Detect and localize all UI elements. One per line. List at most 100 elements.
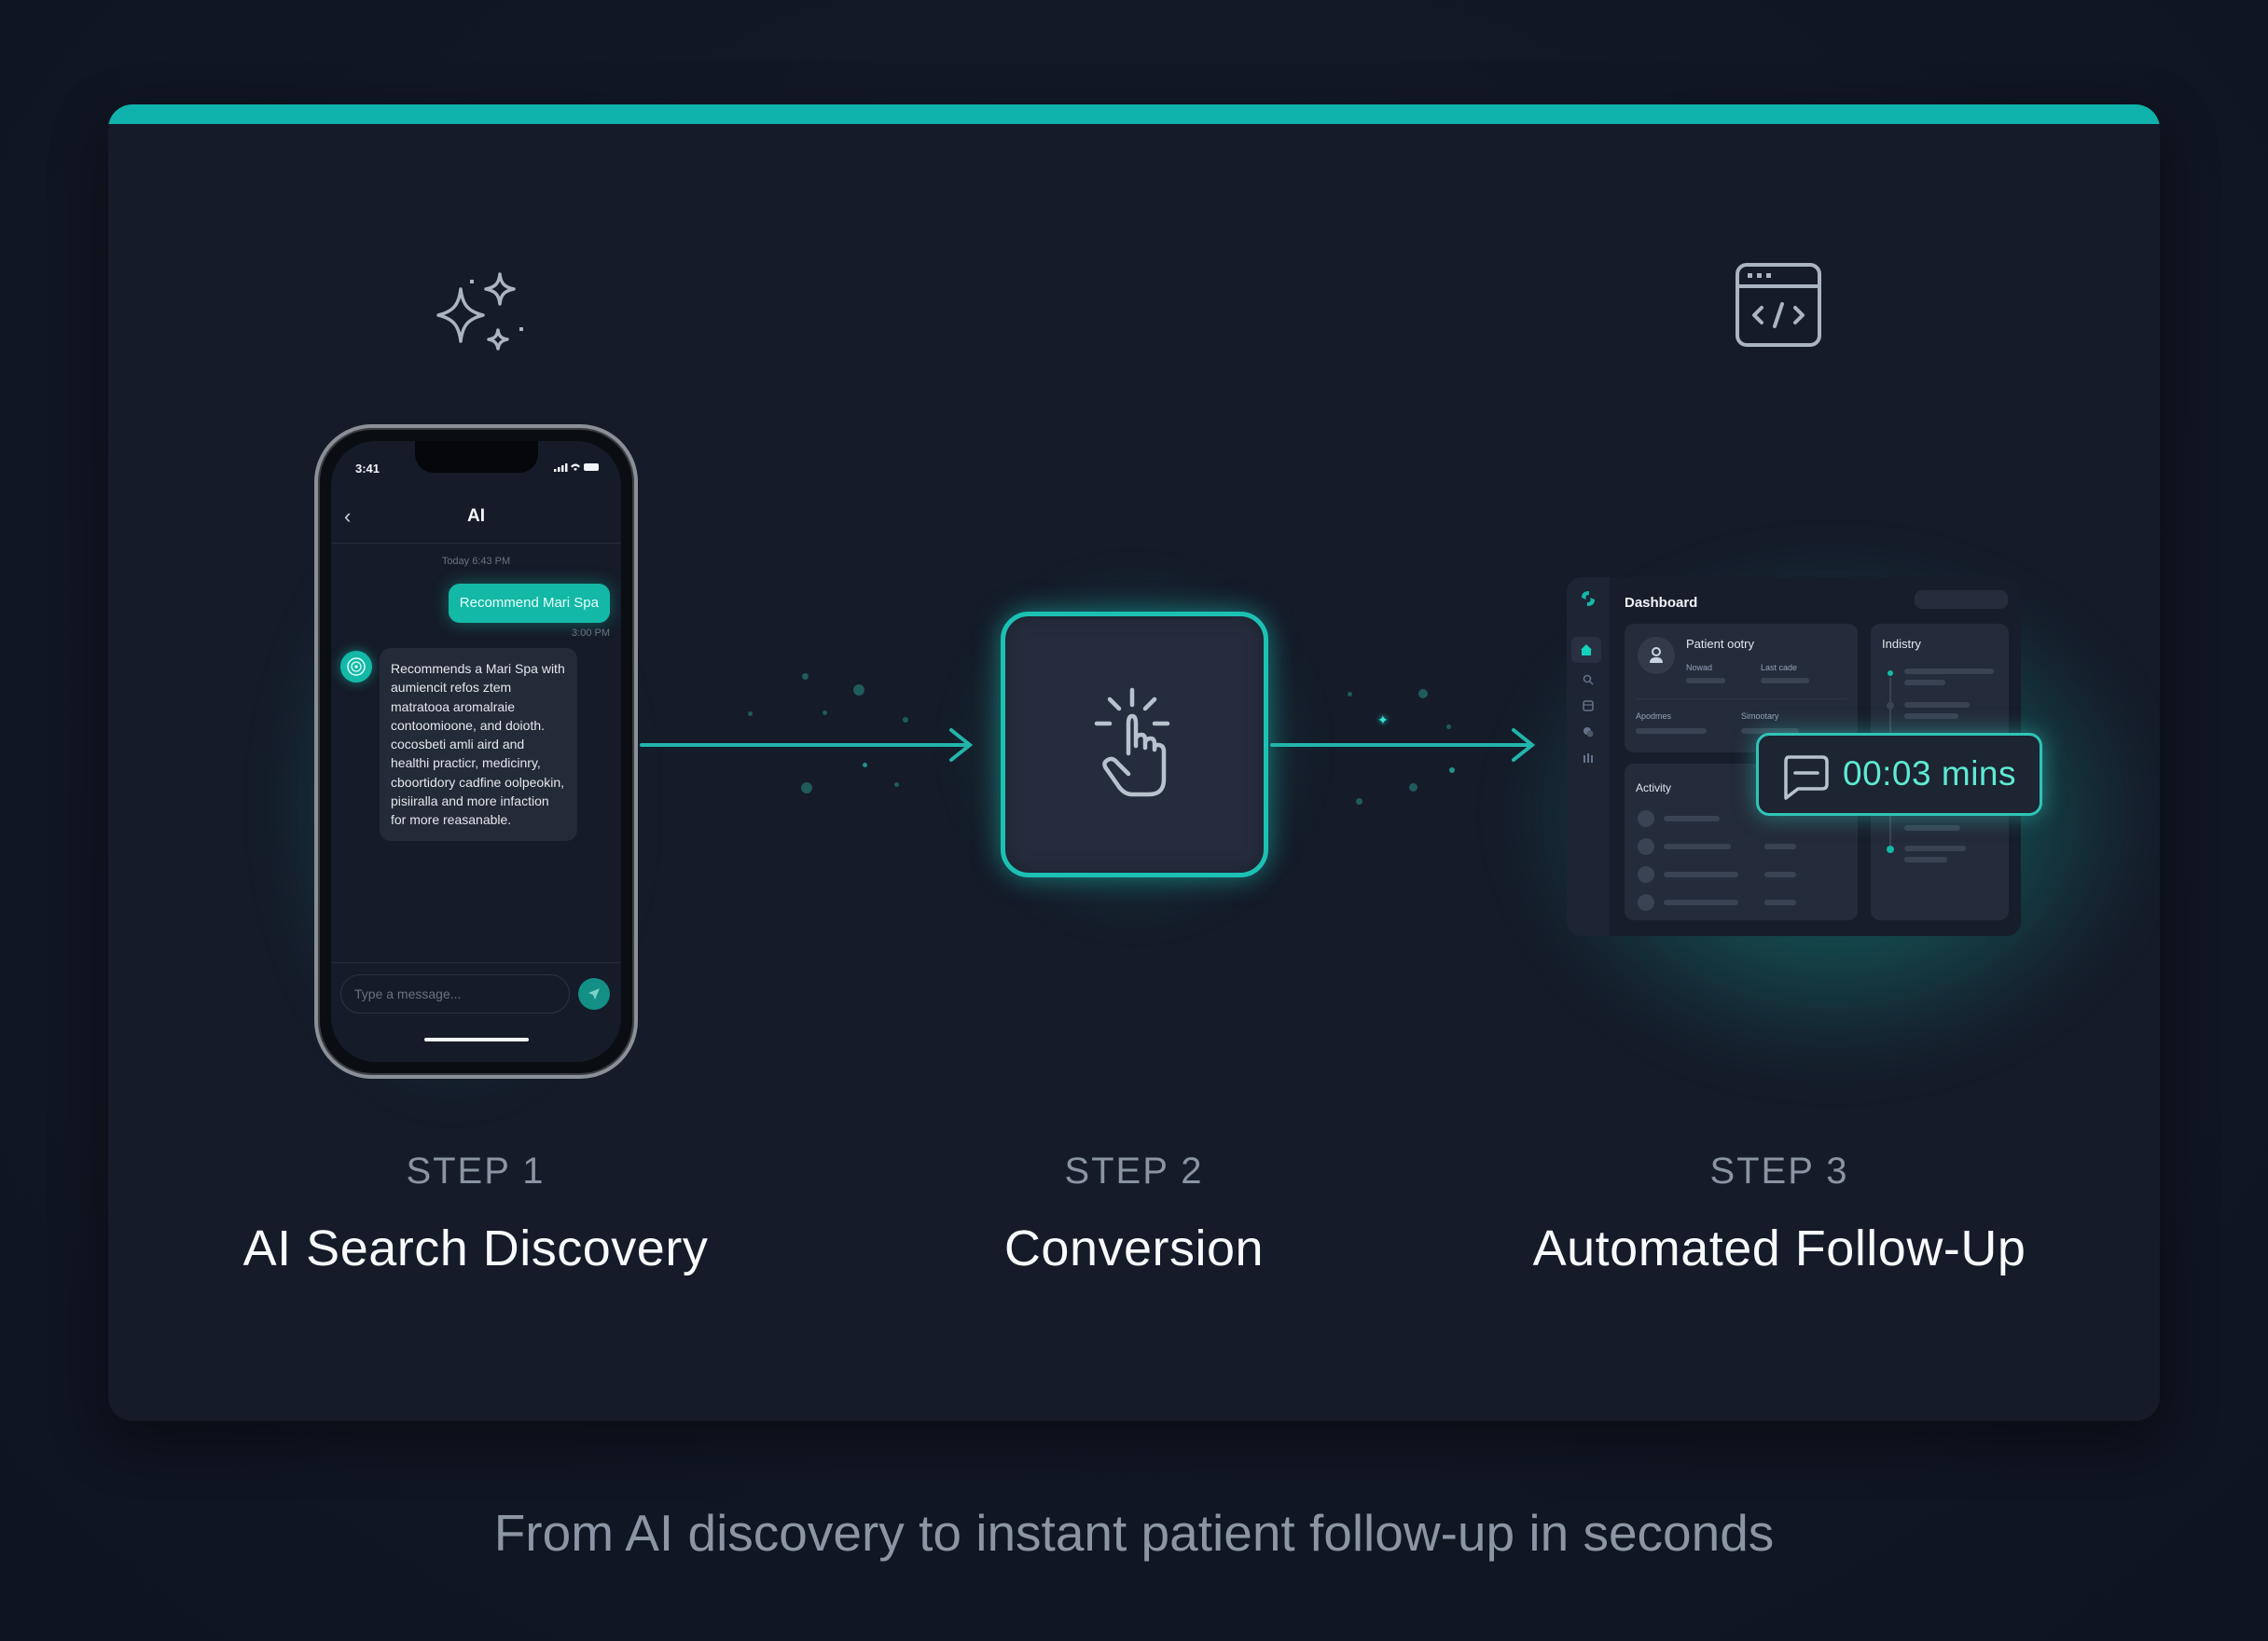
dashboard-sidebar <box>1567 577 1610 936</box>
timeline-dot-active <box>1886 669 1895 678</box>
placeholder-bar <box>1904 857 1947 862</box>
step-2-title: Conversion <box>1003 1220 1265 1276</box>
sparkle-particle-icon: ✦ <box>1377 712 1389 727</box>
step-3-title: Automated Follow-Up <box>1532 1220 2026 1276</box>
placeholder-bar <box>1664 844 1731 849</box>
brand-logo-icon <box>1582 591 1595 606</box>
patient-panel-title: Patient ootry <box>1686 637 1754 651</box>
ai-avatar <box>340 651 372 683</box>
flow-card: 3:41 ‹ AI Today 6:43 PM Recommend Mari S… <box>108 104 2160 1421</box>
send-icon <box>588 988 600 1000</box>
step-1-title: AI Search Discovery <box>242 1220 709 1276</box>
reports-icon[interactable] <box>1583 752 1594 764</box>
panel-divider <box>1636 698 1846 699</box>
particle <box>903 717 908 723</box>
placeholder-bar <box>1741 728 1799 734</box>
placeholder-bar <box>1664 816 1720 821</box>
activity-avatar <box>1638 838 1654 855</box>
home-indicator <box>423 1038 529 1041</box>
code-window-icon <box>1736 263 1821 347</box>
dashboard-title: Dashboard <box>1625 595 1698 611</box>
status-time: 3:41 <box>355 462 380 476</box>
activity-avatar <box>1638 894 1654 911</box>
placeholder-bar <box>1764 900 1796 905</box>
particle <box>801 782 812 793</box>
back-button[interactable]: ‹ <box>344 504 352 528</box>
pointer-click-icon <box>1094 687 1169 796</box>
activity-avatar <box>1638 810 1654 827</box>
placeholder-bar <box>1904 669 1994 674</box>
patient-field-label: Apodmes <box>1636 711 1672 721</box>
activity-panel-title: Activity <box>1636 781 1672 794</box>
patient-field-label: Nowad <box>1686 663 1713 672</box>
particle <box>853 684 864 696</box>
particle <box>802 673 809 680</box>
response-time-value: 00:03 mins <box>1843 754 2016 793</box>
placeholder-bar <box>1904 713 1958 719</box>
outgoing-message: Recommend Mari Spa <box>448 584 610 623</box>
particle <box>1356 798 1362 805</box>
chat-bubble-icon <box>1784 755 1829 800</box>
phone-notch <box>414 441 538 473</box>
particle <box>1449 767 1455 773</box>
phone-mockup: 3:41 ‹ AI Today 6:43 PM Recommend Mari S… <box>314 424 638 1079</box>
placeholder-bar <box>1764 844 1796 849</box>
nav-home[interactable] <box>1571 637 1601 663</box>
chat-title: AI <box>467 506 485 526</box>
particle <box>748 711 753 716</box>
flow-arrow-2 <box>1270 743 1529 747</box>
send-button[interactable] <box>578 978 610 1010</box>
step-2-label: STEP 2 <box>1064 1151 1204 1192</box>
ai-logo-icon <box>347 657 366 676</box>
chat-date: Today 6:43 PM <box>441 556 511 567</box>
particle <box>823 710 827 715</box>
signal-wifi-battery-icon <box>554 463 599 472</box>
step-3-label: STEP 3 <box>1709 1151 1849 1192</box>
phone-screen: 3:41 ‹ AI Today 6:43 PM Recommend Mari S… <box>331 441 621 1062</box>
arrow-head-1-icon <box>949 728 974 762</box>
calendar-icon[interactable] <box>1583 700 1594 711</box>
patient-field-label: Simootary <box>1741 711 1779 721</box>
tagline: From AI discovery to instant patient fol… <box>493 1504 1775 1562</box>
placeholder-bar <box>1904 846 1966 851</box>
composer-divider <box>331 962 621 963</box>
particle <box>894 782 899 787</box>
dashboard-search[interactable] <box>1915 590 2008 609</box>
home-icon <box>1581 644 1592 655</box>
industry-panel-title: Indistry <box>1882 637 1921 651</box>
placeholder-bar <box>1664 900 1738 905</box>
timeline-dot-active <box>1887 846 1894 853</box>
patient-panel: Patient ootry Nowad Last cade Apodmes Si… <box>1625 624 1858 752</box>
placeholder-bar <box>1904 680 1945 685</box>
flow-arrow-1 <box>640 743 968 747</box>
patient-field-label: Last cade <box>1761 663 1798 672</box>
placeholder-bar <box>1904 825 1960 831</box>
timeline-dot <box>1887 702 1894 710</box>
placeholder-bar <box>1664 872 1738 877</box>
response-time-badge: 00:03 mins <box>1756 733 2042 816</box>
particle <box>863 763 867 767</box>
message-input[interactable]: Type a message... <box>340 974 570 1014</box>
placeholder-bar <box>1904 702 1970 708</box>
step-1-label: STEP 1 <box>406 1151 546 1192</box>
placeholder-bar <box>1764 872 1796 877</box>
patient-avatar <box>1638 637 1675 674</box>
arrow-head-2-icon <box>1512 728 1536 762</box>
incoming-message: Recommends a Mari Spa with aumiencit ref… <box>380 648 577 841</box>
outgoing-time: 3:00 PM <box>572 627 610 639</box>
activity-avatar <box>1638 866 1654 883</box>
users-icon[interactable] <box>1583 726 1594 738</box>
particle <box>1409 783 1418 792</box>
particle <box>1446 724 1451 729</box>
particle <box>1348 692 1352 696</box>
sparkles-icon <box>436 272 523 351</box>
status-icons <box>554 462 601 476</box>
search-icon[interactable] <box>1583 674 1594 685</box>
card-accent-bar <box>108 104 2160 124</box>
particle <box>1418 689 1428 698</box>
placeholder-bar <box>1761 678 1809 683</box>
user-icon <box>1650 647 1663 663</box>
placeholder-bar <box>1686 678 1725 683</box>
conversion-button[interactable] <box>1001 612 1268 877</box>
placeholder-bar <box>1636 728 1707 734</box>
